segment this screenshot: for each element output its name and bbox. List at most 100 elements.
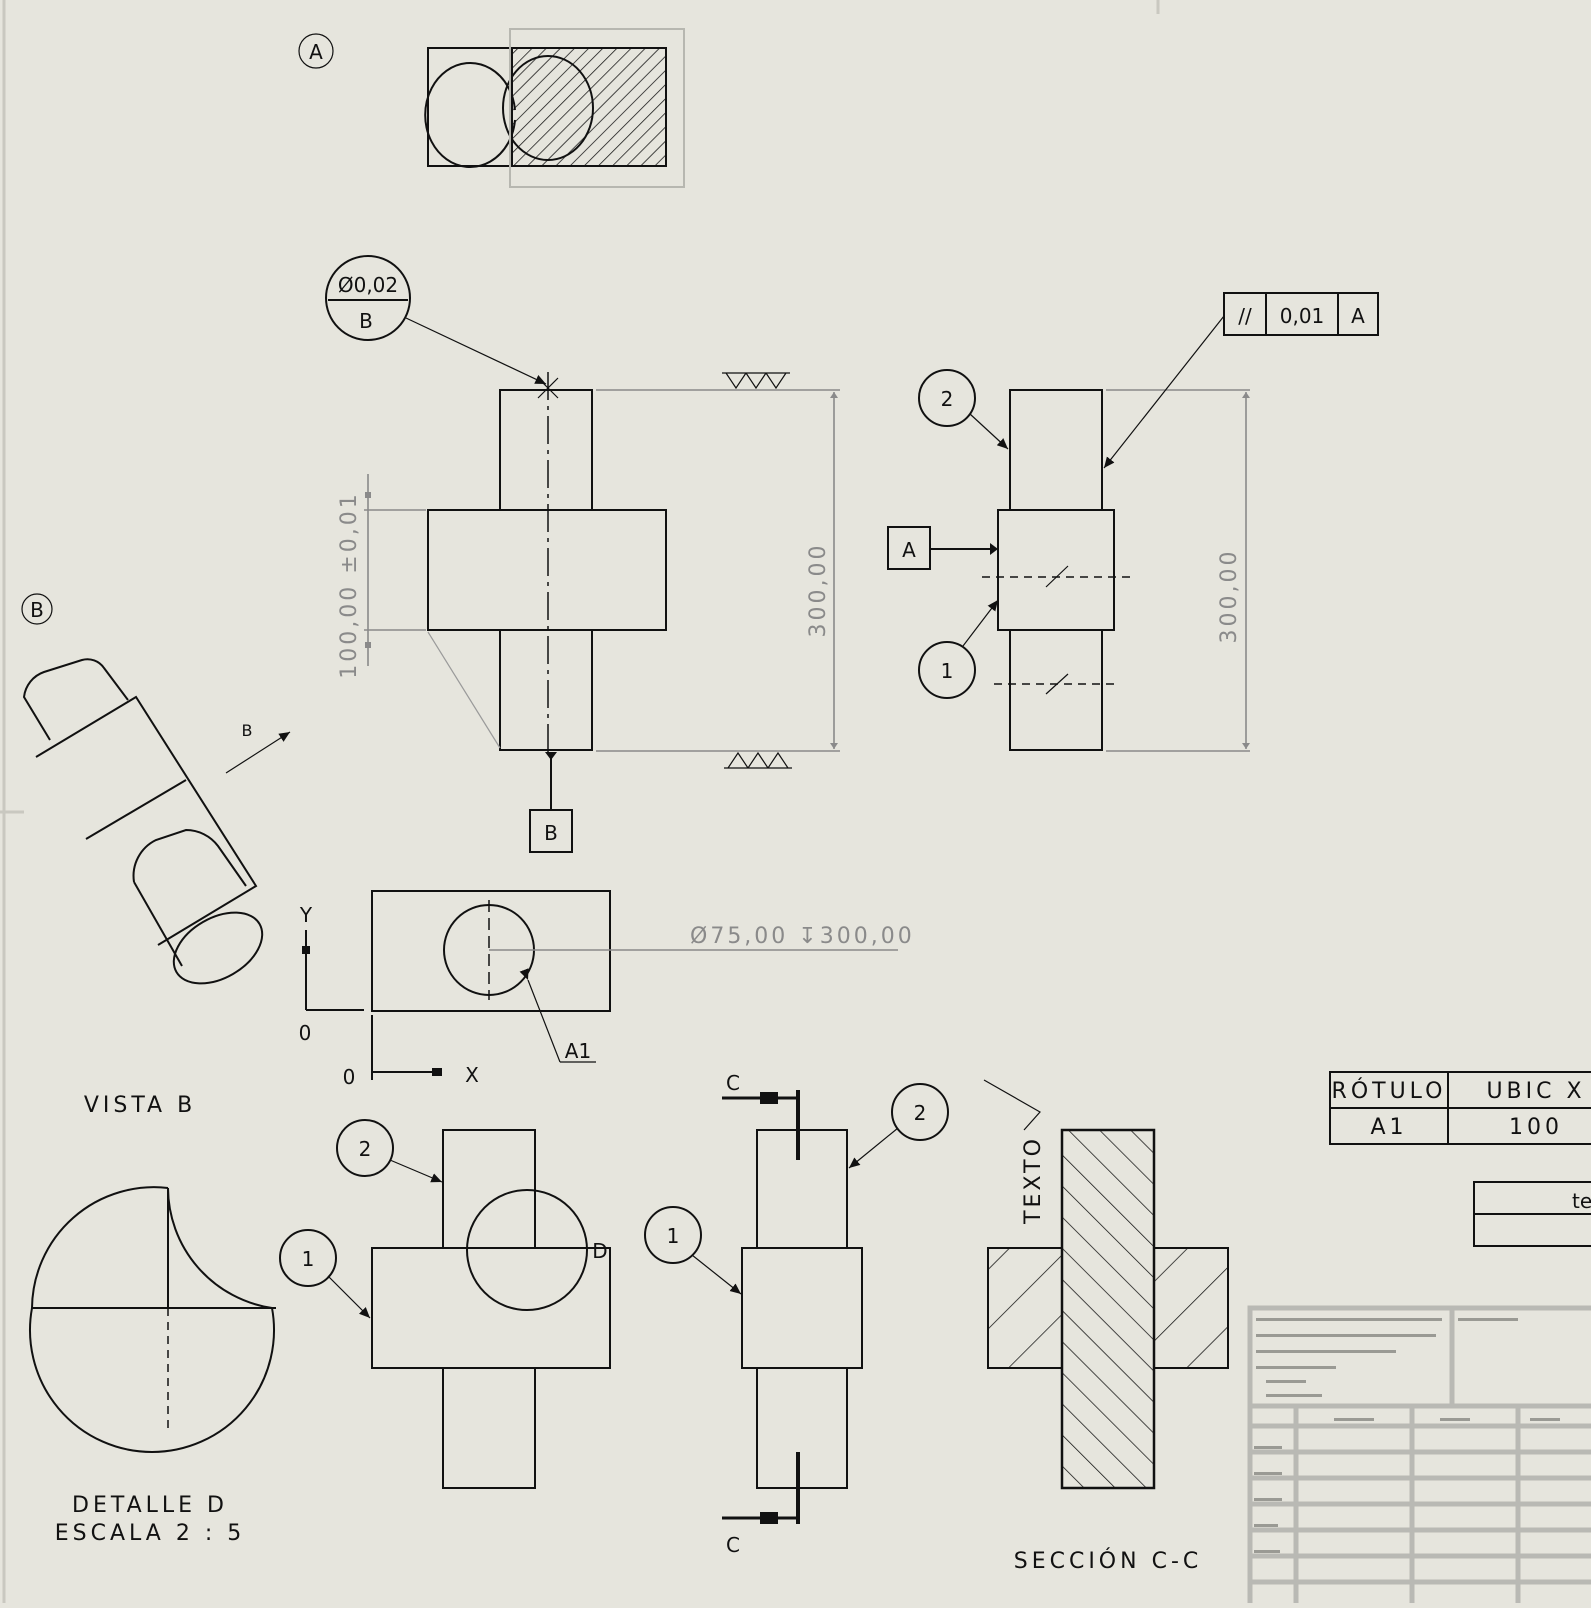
detail-d-callout-label: D — [592, 1239, 607, 1263]
cut-arrow-head — [760, 1512, 778, 1524]
balloon-2-text: 2 — [941, 387, 954, 411]
hole-table-header-1: RÓTULO — [1332, 1078, 1447, 1104]
view-a-circle — [298, 33, 334, 69]
axis-x-label: X — [465, 1063, 479, 1087]
dim-tolerance[interactable]: 100,00 ±0,01 — [337, 491, 362, 678]
text-note[interactable]: TEXTO — [1021, 1136, 1046, 1225]
dim-height-right[interactable]: 300,00 — [1217, 549, 1242, 644]
hole-table-header-2: UBIC X — [1486, 1079, 1585, 1104]
balloon-2-bf-text: 2 — [359, 1137, 372, 1161]
gdt-position-datum: B — [359, 309, 373, 333]
bf-bottom-shaft — [442, 1367, 536, 1489]
dim-arrow — [830, 743, 838, 749]
detalle-d-caption-1: DETALLE D — [72, 1493, 228, 1518]
view-a-arc — [424, 62, 516, 168]
x-axis-marker — [432, 1068, 442, 1076]
side-top-shaft — [1009, 389, 1103, 511]
side-bottom-shaft — [1009, 629, 1103, 751]
gdt-position-value: Ø0,02 — [338, 273, 398, 297]
view-b: B B VISTA B — [21, 593, 291, 1118]
view-a: A — [298, 28, 685, 188]
break-mark-2 — [1045, 673, 1069, 695]
detail-d-arc-top — [167, 1187, 273, 1309]
balloon-leader — [969, 413, 1009, 450]
balloon-2-side[interactable] — [918, 369, 976, 427]
balloon-leader — [962, 599, 999, 647]
leader-target-x — [537, 377, 559, 399]
vista-b-ring — [85, 779, 187, 840]
gdt-parallel-symbol: // — [1238, 304, 1252, 328]
cut-label-bottom: C — [726, 1533, 740, 1557]
vista-b-shaft-edge — [133, 881, 183, 967]
front-top-shaft — [499, 389, 593, 511]
balloon-2-bf[interactable] — [336, 1119, 394, 1177]
vista-b-shaft-bottom — [132, 828, 247, 887]
sc-body — [741, 1247, 863, 1369]
hole-table-cell: 100 — [1509, 1115, 1563, 1140]
dim-height-left[interactable]: 300,00 — [806, 543, 831, 638]
balloon-leader — [389, 1159, 443, 1183]
datum-b-label: B — [544, 821, 558, 845]
view-b-arrow — [225, 731, 291, 774]
balloon-leader — [848, 1127, 899, 1169]
gdt-position-leader — [405, 317, 547, 385]
balloon-1-bf[interactable] — [279, 1229, 337, 1287]
section-cut-view: C C 2 1 — [644, 1071, 949, 1557]
dim-arrow — [1242, 743, 1250, 749]
bf-top-shaft — [442, 1129, 536, 1249]
datum-b-box[interactable] — [529, 809, 573, 853]
axis-y-label: Y — [299, 903, 313, 927]
gdt-parallel-frame[interactable] — [1223, 292, 1379, 336]
gdt-parallel-leader — [1103, 315, 1225, 469]
bottom-front-view: D 2 1 — [279, 1119, 611, 1489]
surface-finish-bottom — [724, 751, 792, 769]
front-bottom-shaft — [499, 629, 593, 751]
balloon-leader — [327, 1275, 371, 1319]
datum-b-triangle — [545, 752, 557, 760]
view-b-label: B — [30, 598, 44, 622]
sc-top-shaft — [756, 1129, 848, 1249]
title-block-frame — [1247, 1305, 1591, 1608]
side-body — [997, 509, 1115, 631]
side-view: 300,00 // 0,01 A A 2 1 — [887, 292, 1379, 752]
top-view: Ø75,00 ↧300,00 Y 0 0 X A1 — [299, 890, 915, 1089]
front-view: 300,00 100,00 ±0,01 Ø0,02 B B — [325, 255, 840, 853]
top-view-body — [371, 890, 611, 1012]
balloon-1-sc[interactable] — [644, 1206, 702, 1264]
gdt-position-bubble[interactable] — [325, 255, 411, 341]
y-axis-marker — [302, 946, 310, 954]
balloon-1-text: 1 — [941, 659, 954, 683]
surface-finish-top — [722, 372, 790, 390]
detail-d: DETALLE D ESCALA 2 : 5 — [29, 1186, 276, 1546]
bf-body — [371, 1247, 611, 1369]
view-a-circle-profile — [502, 55, 594, 161]
view-b-arrow-label: B — [242, 721, 253, 740]
vista-b-top-shaft — [22, 658, 129, 741]
vista-b-caption: VISTA B — [84, 1093, 196, 1118]
front-body — [427, 509, 667, 631]
vista-b-end-face — [172, 911, 264, 985]
balloon-2-sc[interactable] — [891, 1083, 949, 1141]
gdt-parallel-value: 0,01 — [1280, 304, 1325, 328]
section-c-c: TEXTO SECCIÓN C-C — [983, 1079, 1229, 1574]
side-box-text: te — [1572, 1189, 1591, 1213]
dim-terminator — [365, 492, 371, 498]
view-a-label: A — [309, 40, 323, 64]
axis-origin-x: 0 — [343, 1065, 356, 1089]
detail-d-callout-circle[interactable] — [466, 1189, 588, 1311]
balloon-1-side[interactable] — [918, 641, 976, 699]
hole-callout[interactable]: Ø75,00 ↧300,00 — [690, 924, 915, 949]
hole-table: RÓTULO UBIC X A1 100 te — [1329, 1071, 1591, 1247]
detail-d-arc-left — [31, 1186, 169, 1309]
hole-tag[interactable]: A1 — [565, 1039, 591, 1063]
cut-arrow-head — [760, 1092, 778, 1104]
vista-b-body — [35, 695, 258, 946]
weld-symbol — [983, 1079, 1041, 1131]
detail-d-arc-bottom — [29, 1307, 275, 1453]
cut-label-top: C — [726, 1071, 740, 1095]
balloon-1-bf-text: 1 — [302, 1247, 315, 1271]
view-b-circle — [21, 593, 53, 625]
title-block — [1247, 1305, 1591, 1608]
